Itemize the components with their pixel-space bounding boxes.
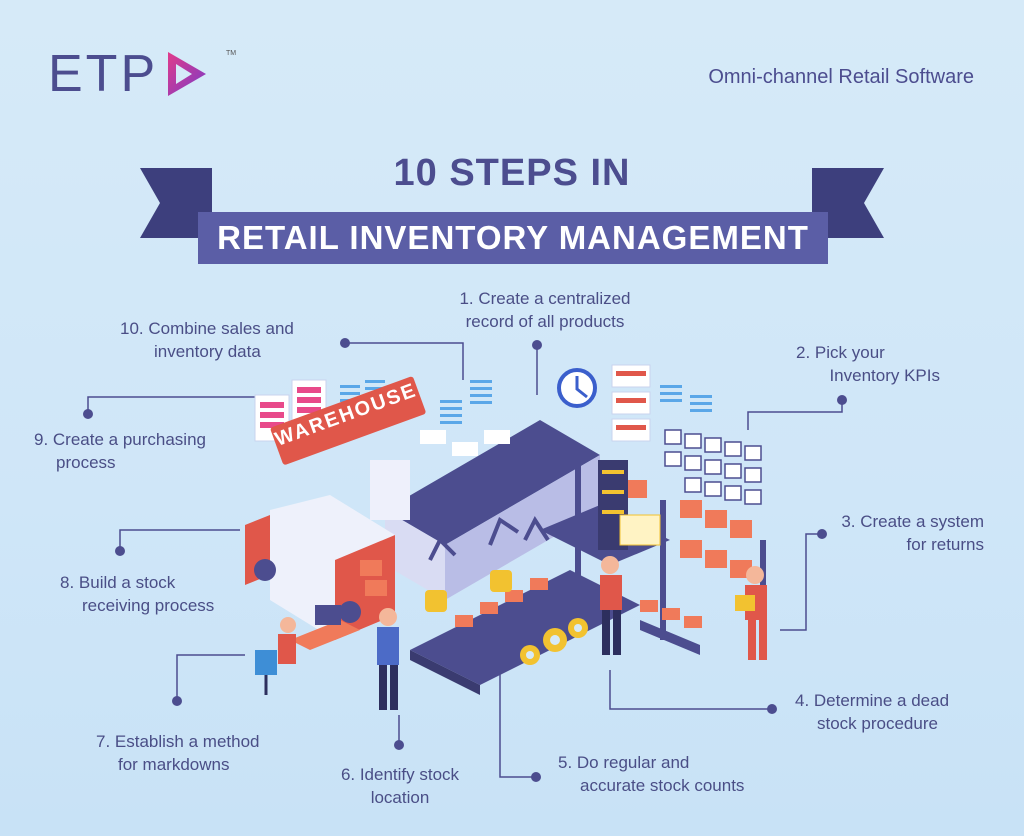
robot-arms: [428, 515, 550, 561]
step-1-line2: record of all products: [465, 312, 625, 331]
worker-orange: [600, 556, 622, 655]
truck: [245, 495, 395, 640]
step-9-line2: process: [56, 453, 116, 472]
etp-logo[interactable]: ETP TM: [48, 44, 236, 104]
step-4-line2: stock procedure: [817, 714, 938, 733]
trademark: TM: [226, 50, 237, 57]
worker-desk: [255, 605, 360, 695]
step-9: 9. Create a purchasing process: [34, 428, 244, 474]
worker-boxes: [735, 566, 767, 660]
tagline: Omni-channel Retail Software: [708, 66, 974, 88]
step-5: 5. Do regular and accurate stock counts: [558, 751, 778, 797]
step-1: 1. Create a centralized record of all pr…: [430, 287, 660, 333]
step-6-line1: 6. Identify stock: [340, 765, 460, 784]
step-6: 6. Identify stock location: [318, 763, 482, 809]
step-6-line2: location: [370, 788, 430, 807]
step-5-line2: accurate stock counts: [580, 776, 745, 795]
title-ribbon: [140, 168, 884, 264]
step-7-line1: 7. Establish a method: [96, 732, 260, 751]
step-5-line1: 5. Do regular and: [558, 753, 690, 772]
play-arrow-icon: [168, 52, 207, 96]
step-10-line2: inventory data: [154, 342, 261, 361]
warehouse-sign: [270, 376, 426, 465]
step-3-line2: for returns: [906, 535, 984, 554]
step-2-line2: Inventory KPIs: [829, 366, 940, 385]
step-8-line1: 8. Build a stock: [60, 573, 176, 592]
step-7-line2: for markdowns: [118, 755, 230, 774]
step-9-line1: 9. Create a purchasing: [34, 430, 206, 449]
logo-text: ETP: [48, 45, 159, 103]
step-4-line1: 4. Determine a dead: [795, 691, 950, 710]
step-10: 10. Combine sales and inventory data: [120, 317, 320, 363]
title-line-1: 10 STEPS IN: [393, 152, 631, 194]
step-10-line1: 10. Combine sales and: [120, 319, 294, 338]
warehouse-building: [370, 420, 600, 600]
step-3-line1: 3. Create a system: [841, 512, 984, 531]
step-4: 4. Determine a dead stock procedure: [795, 689, 995, 735]
step-1-line1: 1. Create a centralized: [459, 289, 631, 308]
step-8: 8. Build a stock receiving process: [60, 571, 260, 617]
step-2-line1: 2. Pick your: [796, 343, 885, 362]
step-2: 2. Pick your Inventory KPIs: [740, 341, 940, 387]
step-8-line2: receiving process: [82, 596, 215, 615]
title-line-2: RETAIL INVENTORY MANAGEMENT: [217, 219, 809, 256]
worker-phone: [377, 608, 399, 710]
step-7: 7. Establish a method for markdowns: [96, 730, 296, 776]
step-3: 3. Create a system for returns: [780, 510, 984, 556]
